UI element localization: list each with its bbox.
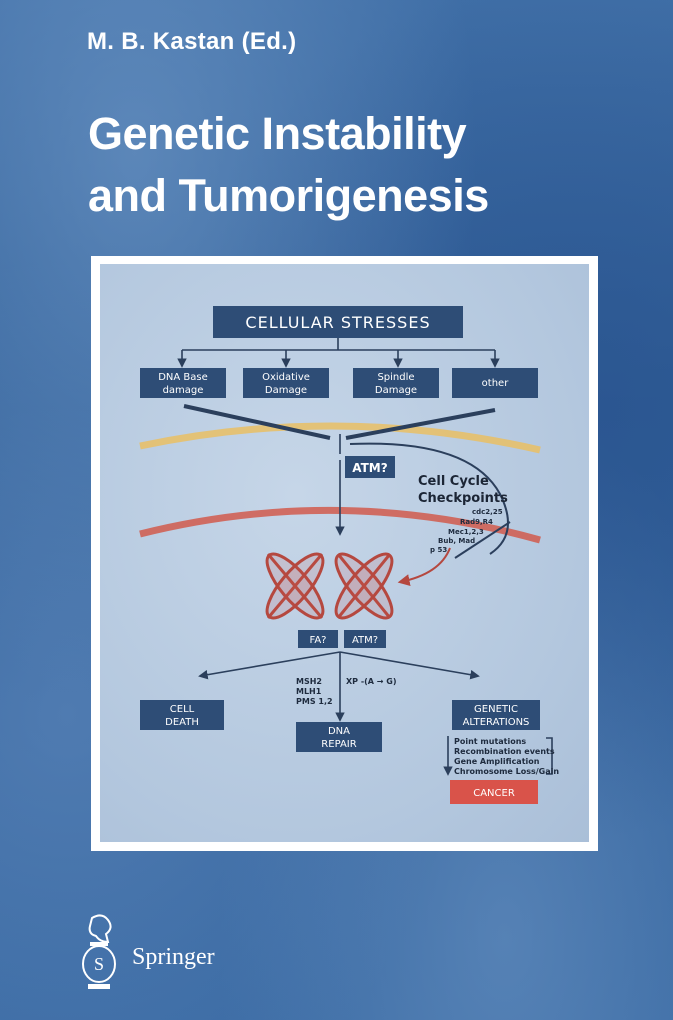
checkpoint-gene-4: Bub, Mad: [438, 537, 475, 545]
membrane-yellow: [139, 422, 541, 454]
dna-repair-box: [296, 722, 382, 752]
stress-box-1: [140, 368, 226, 398]
cancer-box: [450, 780, 538, 804]
alteration-1: Point mutations: [454, 737, 526, 746]
atm2-label: ATM?: [352, 635, 378, 646]
checkpoint-gene-2: Rad9,R4: [460, 518, 493, 526]
repair-gene-1: MSH2: [296, 677, 322, 686]
stress-1-line2: damage: [163, 385, 204, 396]
alteration-2: Recombination events: [454, 747, 555, 756]
chromosome-pair: [265, 552, 394, 620]
cell-death-line1: CELL: [170, 704, 195, 715]
atm-box: [345, 456, 395, 478]
cellular-stresses-label: CELLULAR STRESSES: [245, 313, 430, 332]
stress-4-line1: other: [482, 378, 510, 389]
atm2-box: [344, 630, 386, 648]
stress-1-line1: DNA Base: [158, 372, 208, 383]
editor-name: M. B. Kastan (Ed.): [87, 28, 297, 55]
stress-3-line1: Spindle: [377, 372, 414, 383]
genetic-line2: ALTERATIONS: [463, 717, 530, 728]
xp-label: XP -(A → G): [346, 677, 396, 686]
checkpoints-line1: Cell Cycle: [418, 474, 489, 489]
dna-repair-line1: DNA: [328, 726, 350, 737]
springer-knight-logo-icon: S: [82, 914, 116, 989]
fa-label: FA?: [310, 635, 327, 646]
pathway-diagram: CELLULAR STRESSES DNA Base damage Oxidat…: [139, 306, 559, 804]
repair-gene-3: PMS 1,2: [296, 697, 333, 706]
title-line-1: Genetic Instability: [88, 108, 467, 159]
repair-gene-2: MLH1: [296, 687, 322, 696]
cancer-label: CANCER: [473, 788, 515, 799]
publisher-name: Springer: [132, 943, 215, 970]
checkpoint-gene-1: cdc2,25: [472, 508, 503, 516]
fa-box: [298, 630, 338, 648]
dna-repair-line2: REPAIR: [321, 739, 356, 750]
atm-label: ATM?: [352, 461, 387, 475]
genetic-line1: GENETIC: [474, 704, 518, 715]
checkpoint-gene-3: Mec1,2,3: [448, 528, 484, 536]
genetic-alterations-box: [452, 700, 540, 730]
cell-death-line2: DEATH: [165, 717, 199, 728]
alteration-3: Gene Amplification: [454, 757, 540, 766]
alteration-4: Chromosome Loss/Gain: [454, 767, 559, 776]
checkpoint-gene-5: p 53: [430, 546, 447, 554]
stress-2-line2: Damage: [265, 385, 307, 396]
publisher: S Springer: [80, 912, 215, 992]
stress-2-line1: Oxidative: [262, 372, 310, 383]
title-line-2: and Tumorigenesis: [88, 170, 489, 221]
stress-3-line2: Damage: [375, 385, 417, 396]
pathway-illustration: CELLULAR STRESSES DNA Base damage Oxidat…: [100, 264, 589, 842]
checkpoints-line2: Checkpoints: [418, 491, 508, 506]
cellular-stresses-box: [213, 306, 463, 338]
cell-death-box: [140, 700, 224, 730]
stress-box-2: [243, 368, 329, 398]
stress-box-4: [452, 368, 538, 398]
stress-box-3: [353, 368, 439, 398]
svg-text:S: S: [94, 954, 104, 974]
